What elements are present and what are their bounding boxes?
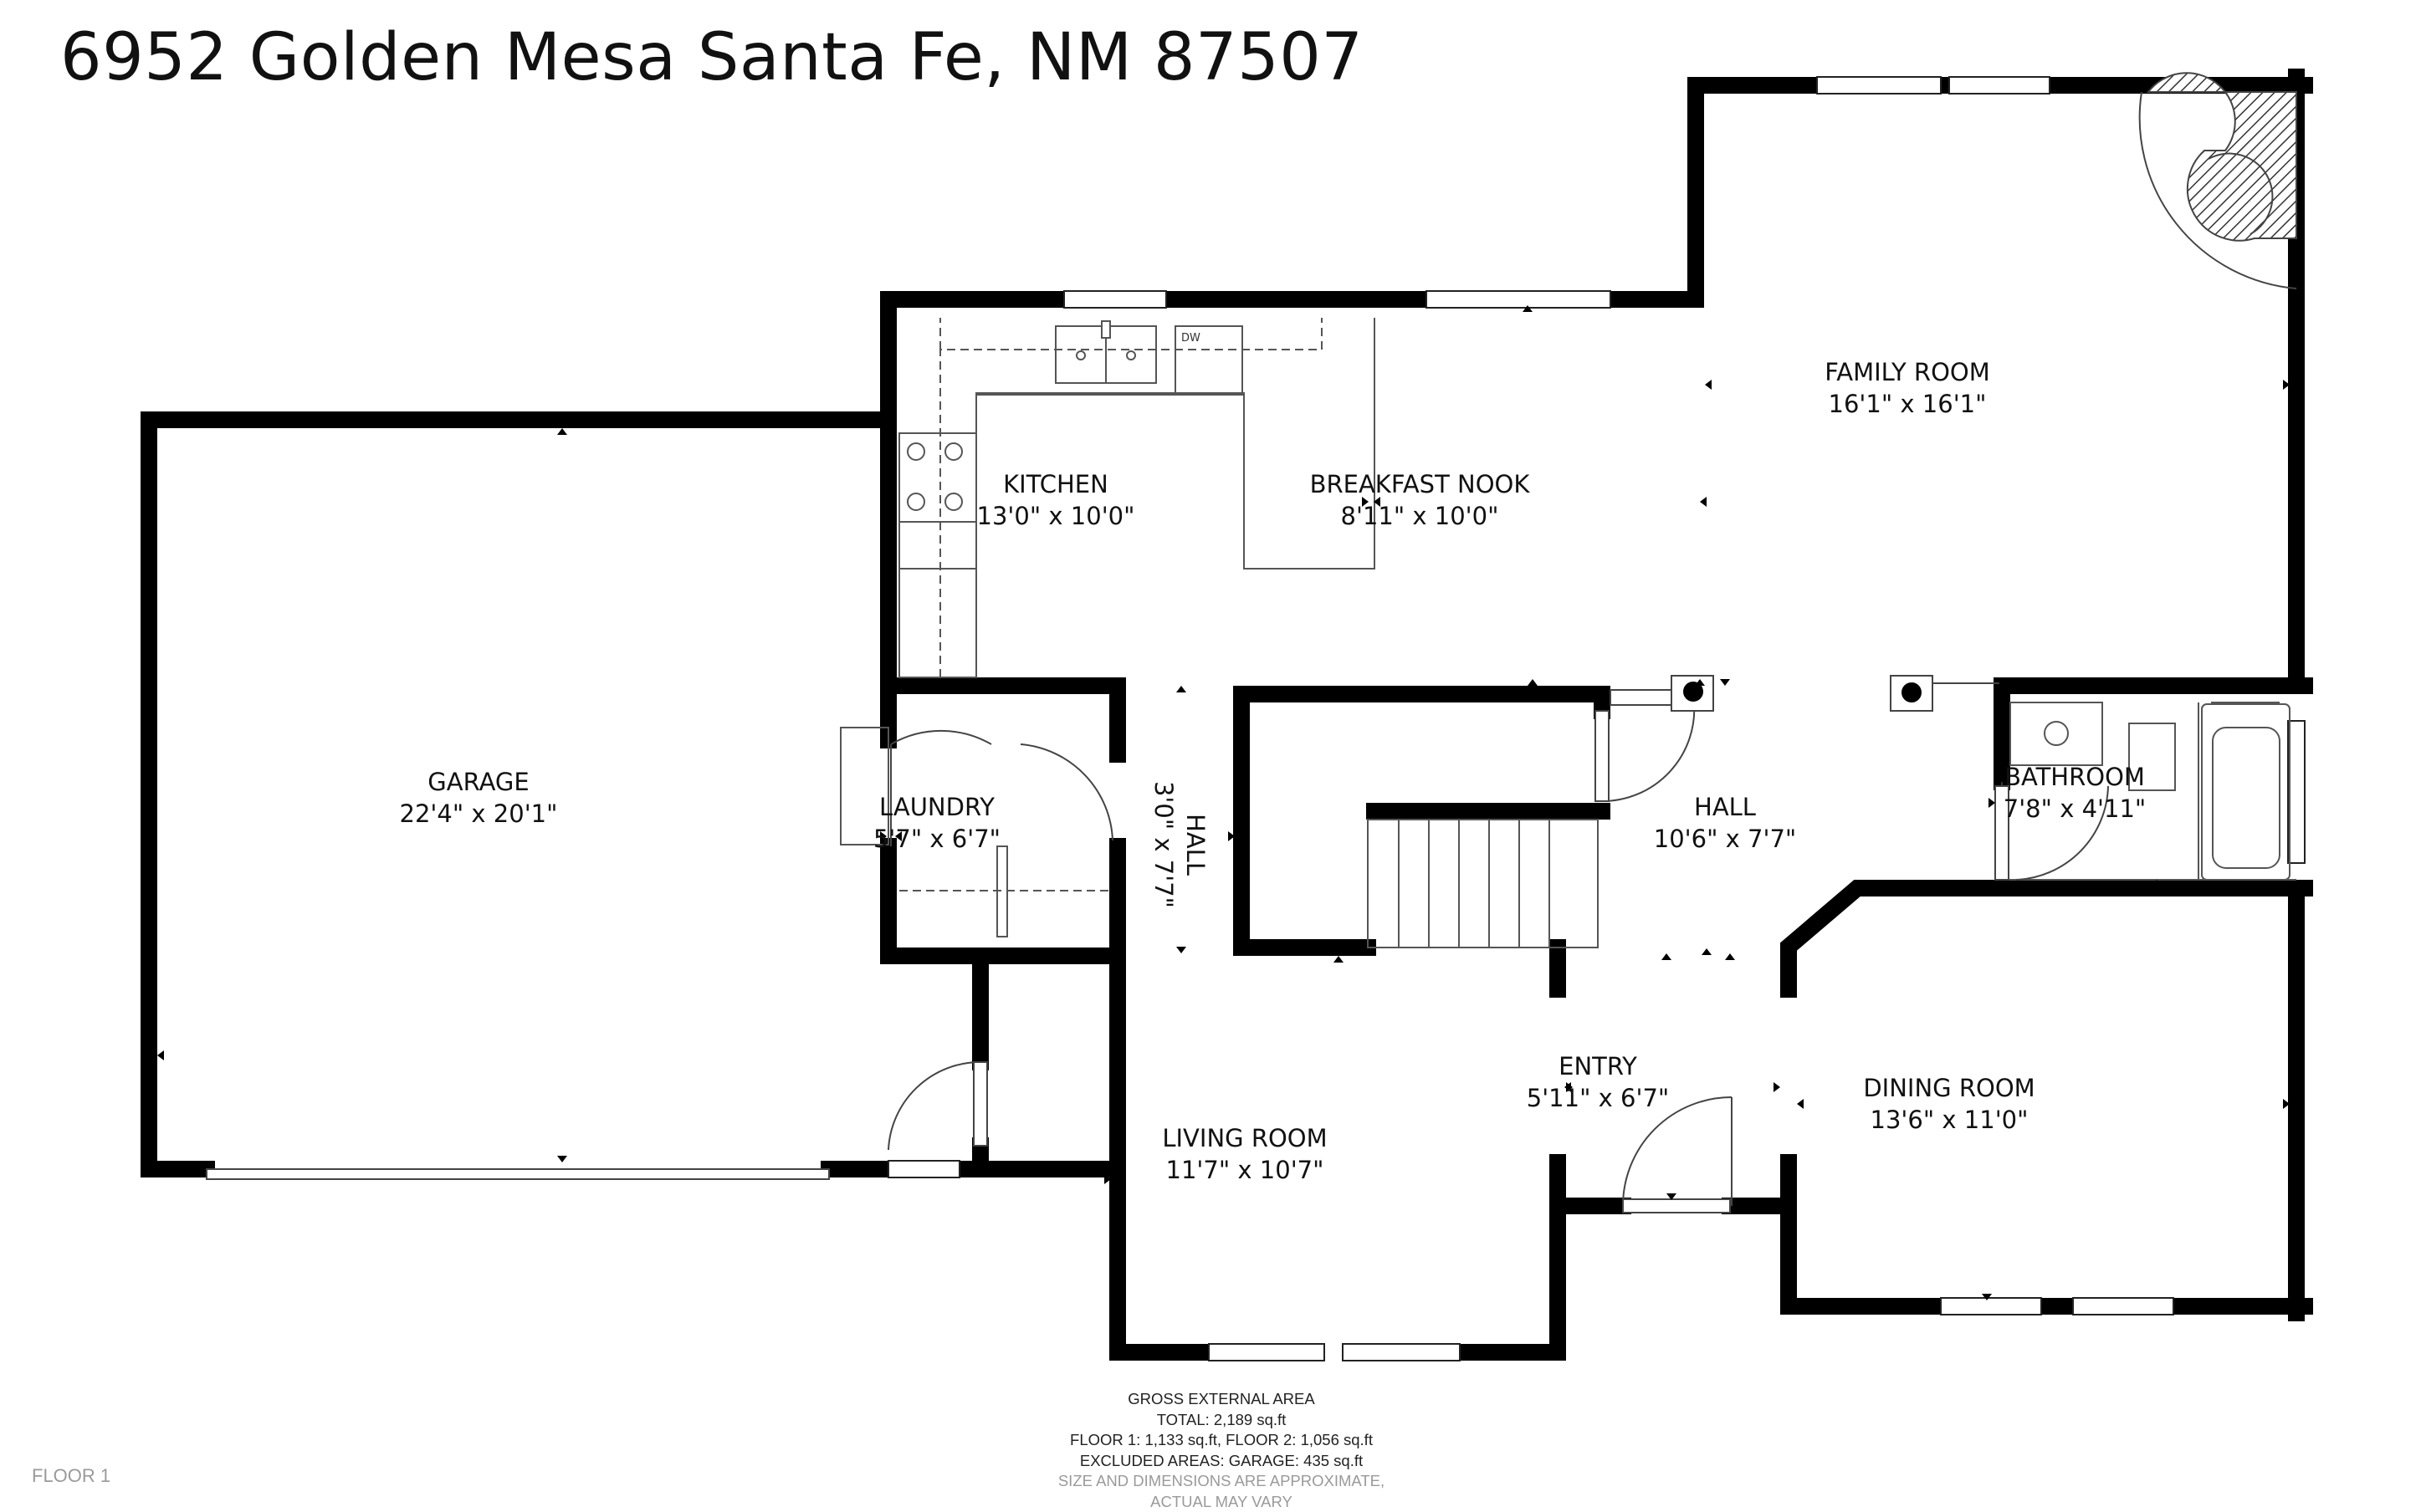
room-dims: 11'7" x 10'7": [1165, 1156, 1324, 1184]
laundry-cabinet: [840, 727, 889, 845]
room-dims: 13'0" x 10'0": [976, 502, 1135, 530]
area-total: TOTAL: 2,189 sq.ft: [1156, 1410, 1287, 1428]
room-dims: 13'6" x 11'0": [1870, 1106, 2029, 1134]
fridge-icon: [898, 568, 977, 678]
door-swing: [2015, 785, 2109, 881]
fixtures: [840, 318, 2296, 948]
dishwasher-icon: [1175, 325, 1243, 394]
floor-label: FLOOR 1: [32, 1465, 111, 1486]
door-swing: [1601, 702, 1696, 803]
dimension-markers: [157, 305, 2290, 1300]
room-name: BREAKFAST NOOK: [1309, 470, 1530, 498]
area-disclaimer: SIZE AND DIMENSIONS ARE APPROXIMATE, ACT…: [1057, 1472, 1385, 1510]
north-wall: [880, 85, 1704, 694]
room-dims: 7'8" x 4'11": [2003, 794, 2147, 823]
window: [1948, 76, 2050, 94]
posts: [1671, 675, 1999, 712]
room-dims: 8'11" x 10'0": [1340, 502, 1499, 530]
toilet-icon: [2128, 723, 2176, 791]
windows: [888, 76, 2306, 1361]
room-label-garage: GARAGE 22'4" x 20'1": [400, 766, 558, 830]
area-summary: GROSS EXTERNAL AREA TOTAL: 2,189 sq.ft F…: [1054, 1389, 1389, 1512]
room-dims: 3'0" x 7'7": [1149, 780, 1178, 909]
room-name: LAUNDRY: [879, 793, 995, 821]
window: [2287, 720, 2306, 864]
window: [1425, 290, 1611, 309]
door-swing: [1020, 743, 1113, 841]
garage-wall-top: [141, 411, 897, 1177]
window: [1342, 1343, 1461, 1361]
room-dims: 22'4" x 20'1": [399, 799, 558, 828]
window: [1208, 1343, 1325, 1361]
room-label-kitchen: KITCHEN 13'0" x 10'0": [977, 468, 1135, 532]
room-label-bathroom: BATHROOM 7'8" x 4'11": [2004, 761, 2146, 825]
room-name: KITCHEN: [1003, 470, 1108, 498]
kitchen-island: [1243, 318, 1375, 570]
doors: [888, 689, 2109, 1213]
area-heading: GROSS EXTERNAL AREA: [1128, 1390, 1315, 1407]
stair-wall: [1233, 686, 1610, 956]
stairs-icon: [1367, 819, 1599, 948]
room-name: HALL: [1694, 793, 1756, 821]
area-excluded: EXCLUDED AREAS: GARAGE: 435 sq.ft: [1079, 1451, 1364, 1469]
window: [1063, 290, 1167, 309]
window: [1940, 1297, 2042, 1315]
room-label-laundry: LAUNDRY 5'7" x 6'7": [873, 791, 1001, 855]
room-label-family-room: FAMILY ROOM 16'1" x 16'1": [1825, 356, 1990, 420]
room-name: BATHROOM: [2004, 763, 2145, 791]
room-name: LIVING ROOM: [1162, 1124, 1328, 1152]
room-label-hall-vertical: HALL 3'0" x 7'7": [1148, 781, 1211, 908]
room-name: FAMILY ROOM: [1825, 358, 1990, 386]
room-label-living-room: LIVING ROOM 11'7" x 10'7": [1162, 1122, 1327, 1186]
dishwasher-label: DW: [1181, 332, 1200, 345]
laundry-shelf: [996, 845, 1008, 937]
room-dims: 5'7" x 6'7": [873, 825, 1001, 853]
door-swing: [890, 729, 992, 745]
fireplace-icon: [2138, 72, 2297, 289]
counter-dashed: [939, 318, 1323, 677]
room-dims: 10'6" x 7'7": [1653, 825, 1797, 853]
bathtub-icon: [2201, 703, 2290, 881]
vanity-icon: [2009, 702, 2103, 766]
window: [2072, 1297, 2174, 1315]
walls: [141, 69, 2313, 1361]
room-label-hall: HALL 10'6" x 7'7": [1654, 791, 1796, 855]
room-label-dining-room: DINING ROOM 13'6" x 11'0": [1863, 1072, 2035, 1136]
area-floors: FLOOR 1: 1,133 sq.ft, FLOOR 2: 1,056 sq.…: [1070, 1431, 1373, 1448]
room-label-entry: ENTRY 5'11" x 6'7": [1527, 1050, 1669, 1114]
window: [888, 1160, 960, 1178]
dining-room-wall: [1780, 1154, 1949, 1315]
room-name: HALL: [1181, 814, 1210, 876]
room-dims: 16'1" x 16'1": [1828, 390, 1987, 418]
door-swing: [1622, 1096, 1733, 1207]
dining-room-top-wall: [1780, 880, 2313, 998]
laundry-wall: [880, 677, 1126, 763]
room-name: DINING ROOM: [1863, 1074, 2035, 1102]
room-name: GARAGE: [427, 768, 530, 796]
room-label-breakfast-nook: BREAKFAST NOOK 8'11" x 10'0": [1310, 468, 1530, 532]
room-name: ENTRY: [1559, 1052, 1637, 1080]
garage-door: [206, 1168, 830, 1180]
address-title: 6952 Golden Mesa Santa Fe, NM 87507: [60, 20, 1364, 95]
door-swing: [888, 1060, 981, 1151]
window: [1816, 76, 1942, 94]
living-room-wall: [1109, 948, 1221, 1361]
room-dims: 5'11" x 6'7": [1526, 1084, 1670, 1112]
